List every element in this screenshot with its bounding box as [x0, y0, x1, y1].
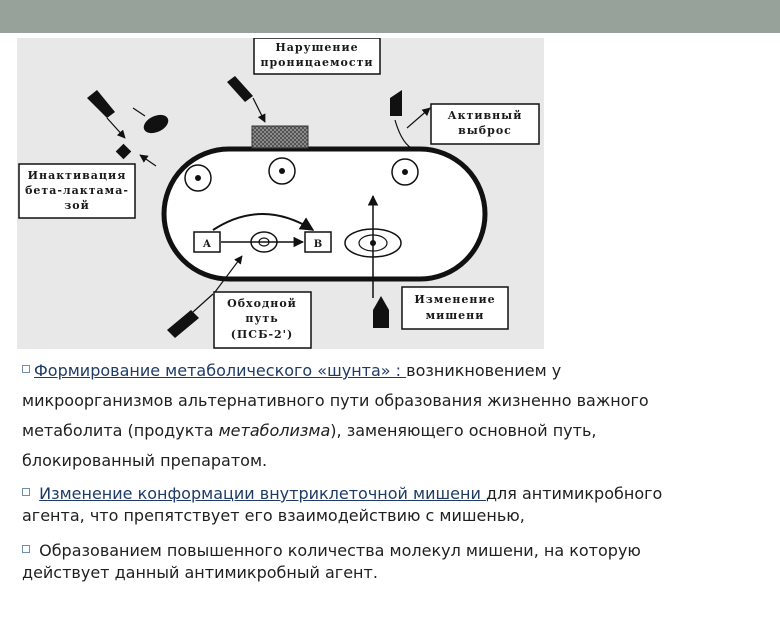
inactivation-label-line-1: Инактивация: [28, 169, 127, 182]
label-box-inactivation: Инактивация бета-лактама- зой: [19, 164, 135, 218]
paragraph-3-text: Образованием повышенного количества моле…: [22, 541, 641, 582]
drug-shape-top-left: [87, 90, 125, 138]
bottom-left-drug: [167, 294, 213, 338]
bypass-label-line-1: Обходной: [227, 297, 297, 310]
target-change-drug: [373, 296, 389, 328]
inactivation-label-line-2: бета-лактама-: [25, 184, 129, 197]
bypass-label-line-2: путь: [245, 312, 278, 325]
target-change-label-line-1: Изменение: [414, 293, 495, 306]
membrane-damage-patch: [252, 126, 308, 148]
beta-lactamase-ellipse: [141, 111, 171, 136]
link-target-conformation[interactable]: Изменение конформации внутриклеточной ми…: [39, 484, 486, 503]
node-a-label: А: [203, 239, 212, 250]
resistance-mechanisms-diagram: А В: [17, 38, 544, 349]
link-metabolic-shunt[interactable]: Формирование метаболического «шунта» :: [34, 361, 406, 380]
efflux-drug: [390, 90, 430, 150]
square-bullet-icon: [22, 488, 30, 496]
paragraph-metabolic-shunt: Формирование метаболического «шунта» : в…: [22, 356, 712, 476]
paragraph-target-overproduction: Образованием повышенного количества моле…: [22, 540, 712, 584]
target-change-label-line-2: мишени: [426, 309, 485, 322]
square-bullet-icon: [22, 365, 30, 373]
label-box-target-change: Изменение мишени: [402, 287, 508, 329]
label-box-bypass: Обходной путь (ПСБ-2'): [214, 292, 311, 348]
node-b-label: В: [314, 239, 322, 250]
bacterial-cell: [164, 149, 485, 279]
efflux-label-line-2: выброс: [458, 124, 512, 137]
label-box-permeability: Нарушение проницаемости: [254, 38, 380, 74]
drug-shape-top: [227, 76, 265, 122]
permeability-label-line-1: Нарушение: [275, 41, 358, 54]
bypass-label-line-3: (ПСБ-2'): [231, 328, 294, 341]
square-bullet-icon: [22, 545, 30, 553]
text-block: Формирование метаболического «шунта» : в…: [22, 356, 722, 584]
paragraph-target-conformation: Изменение конформации внутриклеточной ми…: [22, 483, 712, 527]
efflux-label-line-1: Активный: [448, 109, 523, 122]
label-box-efflux: Активный выброс: [431, 104, 539, 144]
paragraph-1-italic: метаболизма: [219, 421, 331, 440]
permeability-label-line-2: проницаемости: [260, 56, 373, 69]
top-decorative-bar: [0, 0, 780, 33]
inactivated-drug-diamond: [116, 144, 132, 160]
inactivation-label-line-3: зой: [64, 199, 90, 212]
